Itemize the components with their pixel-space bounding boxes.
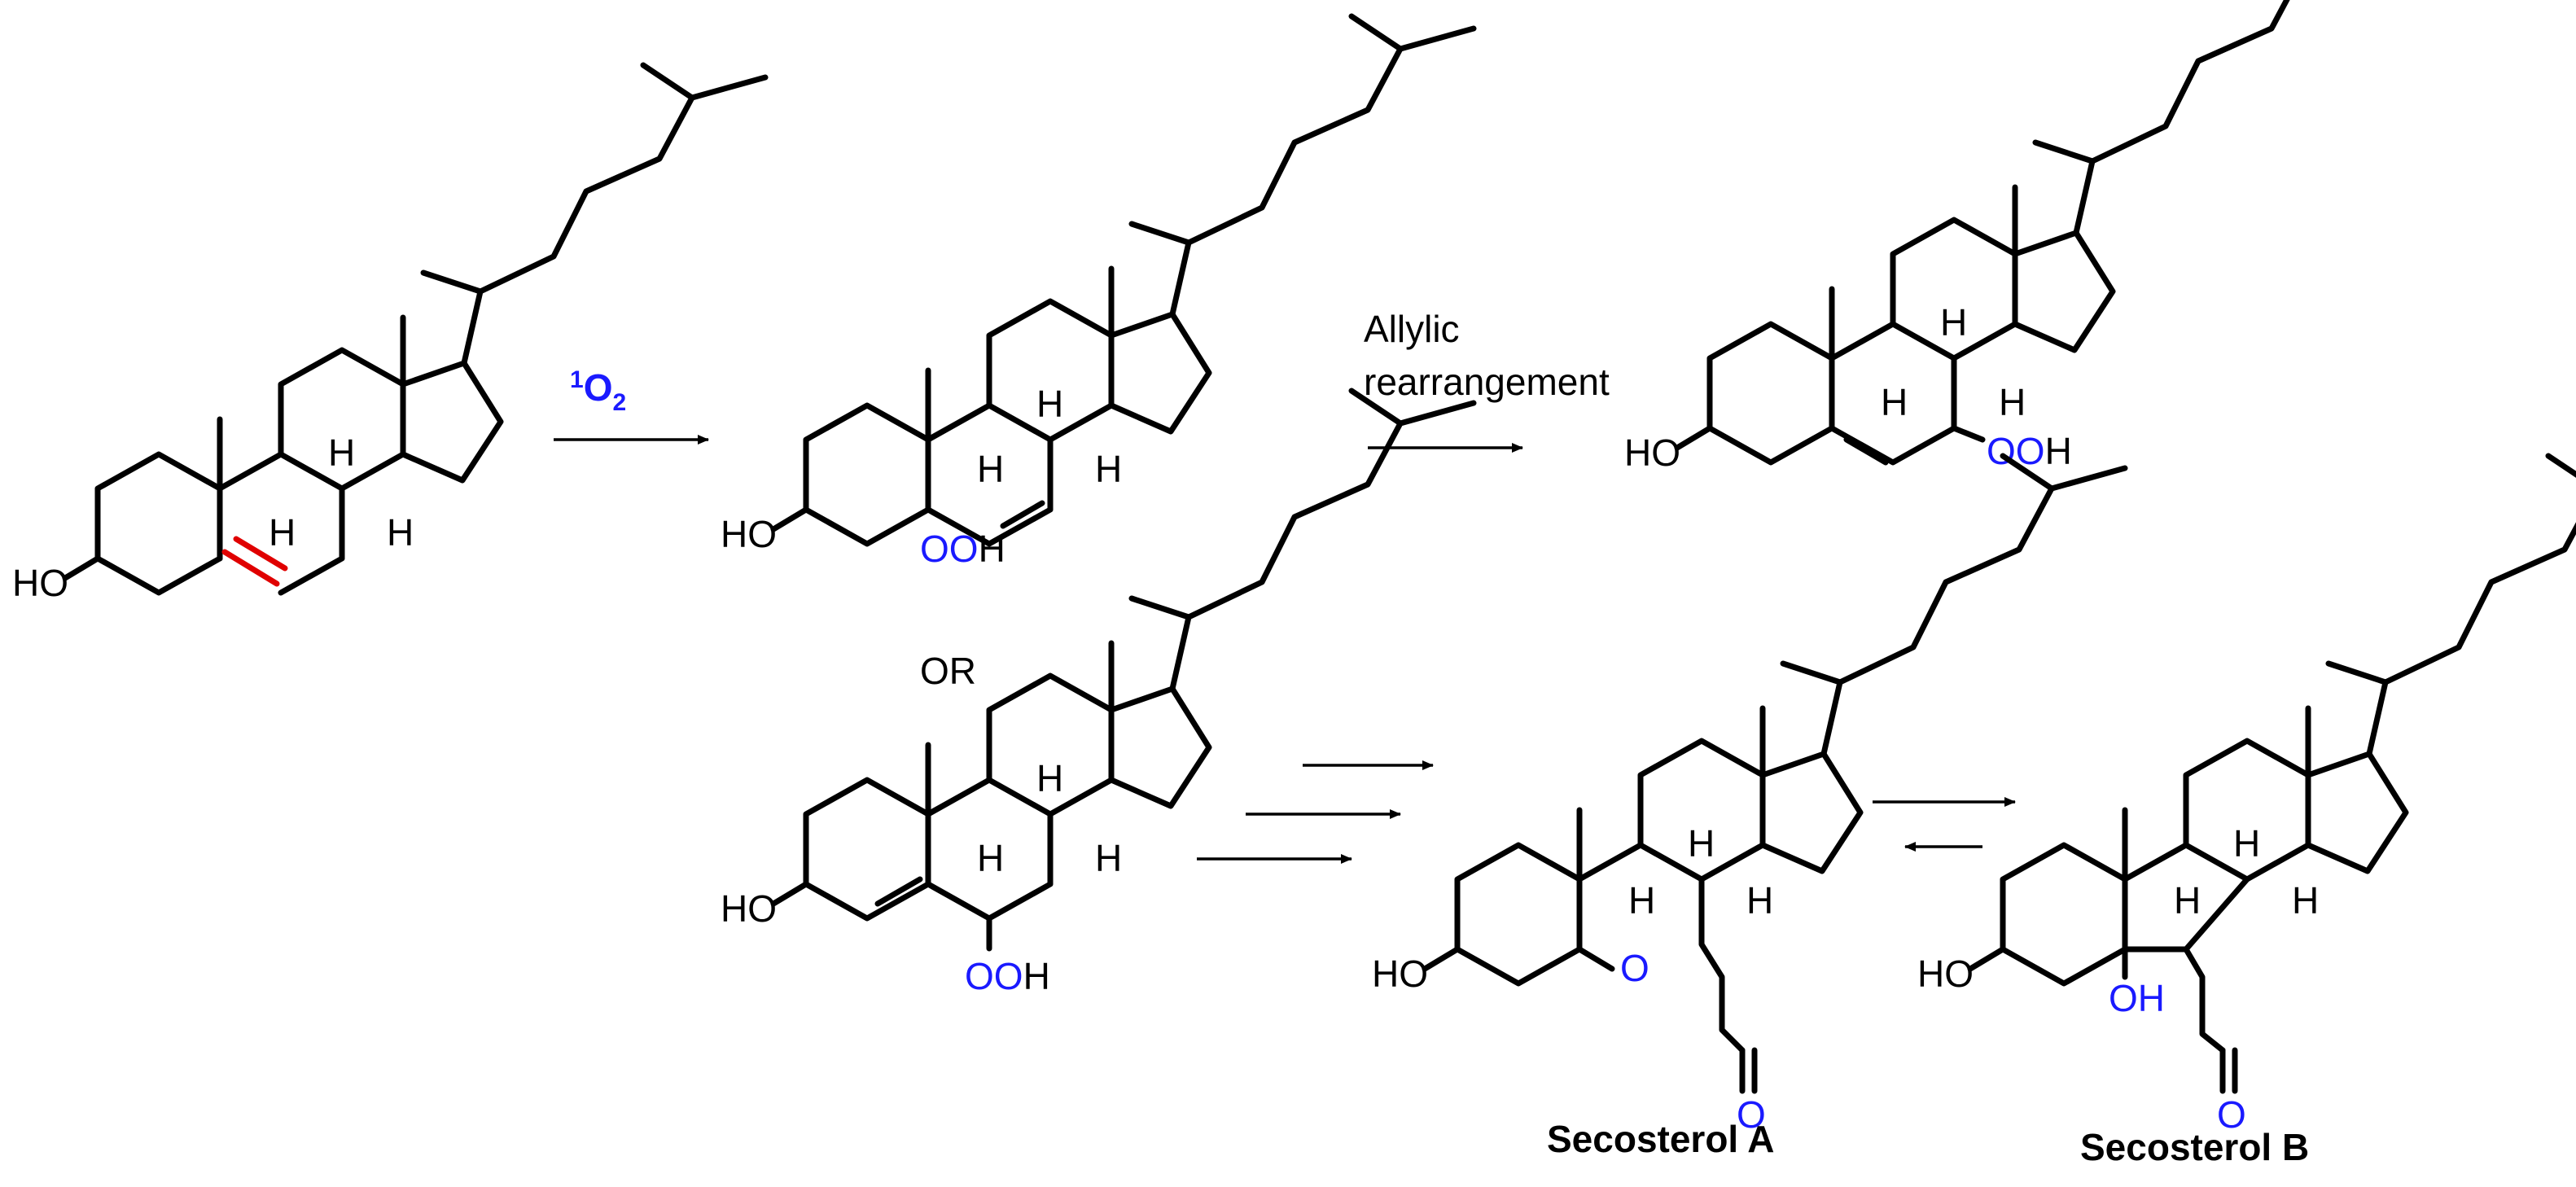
aldehyde-oxygen-label: O	[1737, 1093, 1766, 1136]
hydroperoxy-label: OOH	[965, 955, 1050, 997]
h-label: H	[977, 837, 1004, 879]
h-label: H	[1881, 381, 1908, 423]
h-label: H	[2233, 822, 2260, 865]
svg-text:rearrangement: rearrangement	[1364, 361, 1610, 403]
secosterol-a-structure: HO H H H O O	[1372, 453, 2128, 1136]
hydroxyl-label: HO	[721, 887, 777, 930]
h-label: H	[1036, 757, 1063, 799]
svg-text:1O2: 1O2	[570, 366, 626, 416]
hydroxyl-label: HO	[1917, 953, 1974, 995]
hydroperoxy-label: OOH	[1987, 430, 2072, 472]
hydroxyl-label: HO	[1372, 953, 1428, 995]
caption-secosterol-a: Secosterol A	[1547, 1118, 1775, 1160]
cholesterol-structure: HO H H H	[12, 62, 769, 604]
h-label: H	[2174, 879, 2201, 922]
h-label: H	[1940, 301, 1967, 344]
h-label: H	[1036, 383, 1063, 425]
or-label: OR	[920, 650, 976, 692]
ketone-oxygen-label: O	[1620, 947, 1649, 989]
h-label: H	[1628, 879, 1655, 922]
hydroxyl-oxygen-label: OH	[2109, 977, 2165, 1019]
h-label: H	[269, 511, 296, 554]
h-label: H	[1746, 879, 1773, 922]
h-label: H	[1688, 822, 1715, 865]
h-label: H	[328, 431, 355, 474]
h-label: H	[1095, 448, 1122, 490]
hydroperoxide-5-structure: HO H H H OOH	[721, 13, 1477, 570]
h-label: H	[2292, 879, 2319, 922]
caption-secosterol-b: Secosterol B	[2080, 1126, 2309, 1168]
allylic-rearrangement-label: Allylic rearrangement	[1364, 308, 1610, 403]
hydroxyl-label: HO	[12, 562, 68, 604]
h-label: H	[387, 511, 414, 554]
svg-text:Allylic: Allylic	[1364, 308, 1460, 350]
hydroperoxy-label: OOH	[920, 528, 1005, 570]
hydroperoxide-6-structure: HO H H H OOH	[721, 388, 1477, 997]
hydroxyl-label: HO	[721, 513, 777, 555]
aldehyde-oxygen-label: O	[2217, 1093, 2246, 1136]
h-label: H	[1999, 381, 2026, 423]
reagent-singlet-oxygen: 1O2	[570, 366, 626, 416]
h-label: H	[1095, 837, 1122, 879]
h-label: H	[977, 448, 1004, 490]
hydroxyl-label: HO	[1624, 431, 1680, 474]
secosterol-b-structure: HO H H H OH O	[1917, 453, 2576, 1136]
hydroperoxide-7-structure: HO H H H OOH	[1624, 0, 2290, 474]
